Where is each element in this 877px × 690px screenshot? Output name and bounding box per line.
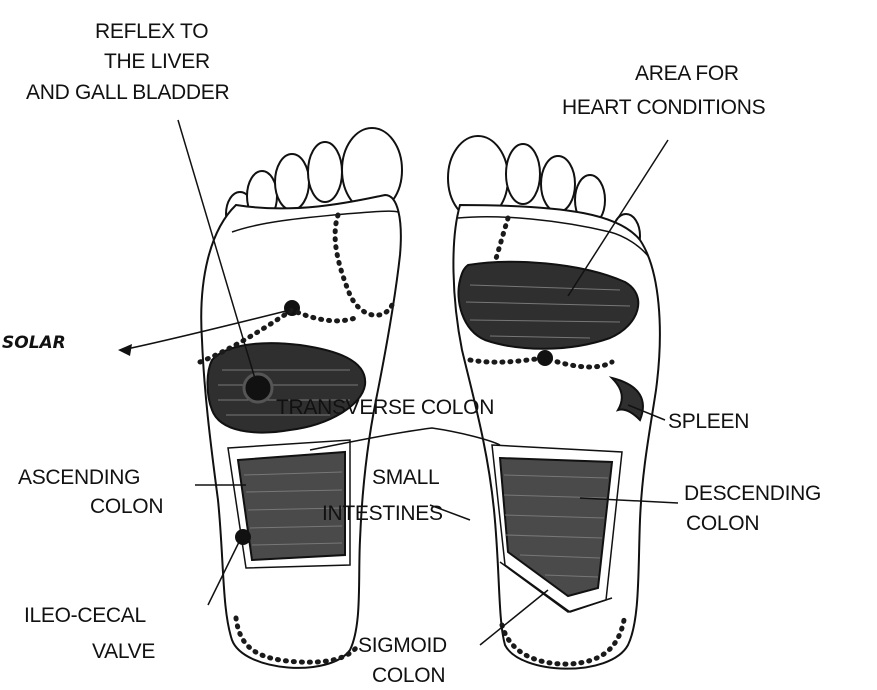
solar-label: SOLAR	[2, 333, 66, 353]
ileo-cecal-label-line1: ILEO-CECAL	[24, 604, 146, 627]
right-toe-3	[541, 156, 575, 212]
transverse-colon-label: TRANSVERSE COLON	[276, 396, 494, 419]
sigmoid-label-line2: COLON	[372, 664, 445, 687]
spleen-label: SPLEEN	[668, 410, 749, 433]
liver-label-line1: REFLEX TO	[95, 20, 208, 43]
left-toe-4	[308, 142, 342, 202]
descending-label-line1: DESCENDING	[684, 482, 821, 505]
ileo-cecal-label-line2: VALVE	[92, 640, 155, 663]
ascending-label-line1: ASCENDING	[18, 466, 140, 489]
left-toe-3	[275, 154, 309, 210]
right-toe-2	[506, 144, 540, 204]
sigmoid-label-line1: SIGMOID	[358, 634, 447, 657]
liver-label-line2: THE LIVER	[104, 50, 210, 73]
descending-label-line2: COLON	[686, 512, 759, 535]
ascending-label-line2: COLON	[90, 495, 163, 518]
liver-label-line3: AND GALL BLADDER	[26, 81, 229, 104]
right-solar-plexus-point	[537, 350, 553, 366]
left-foot-outline	[201, 195, 401, 668]
ileo-cecal-point	[235, 529, 251, 545]
solar-arrowhead	[118, 344, 132, 356]
heart-label-line1: AREA FOR	[635, 62, 739, 85]
small-intestines-label-line2: INTESTINES	[322, 502, 443, 525]
small-intestines-label-line1: SMALL	[372, 466, 439, 489]
liver-reflex-point	[244, 374, 272, 402]
heart-label-line2: HEART CONDITIONS	[562, 96, 766, 119]
